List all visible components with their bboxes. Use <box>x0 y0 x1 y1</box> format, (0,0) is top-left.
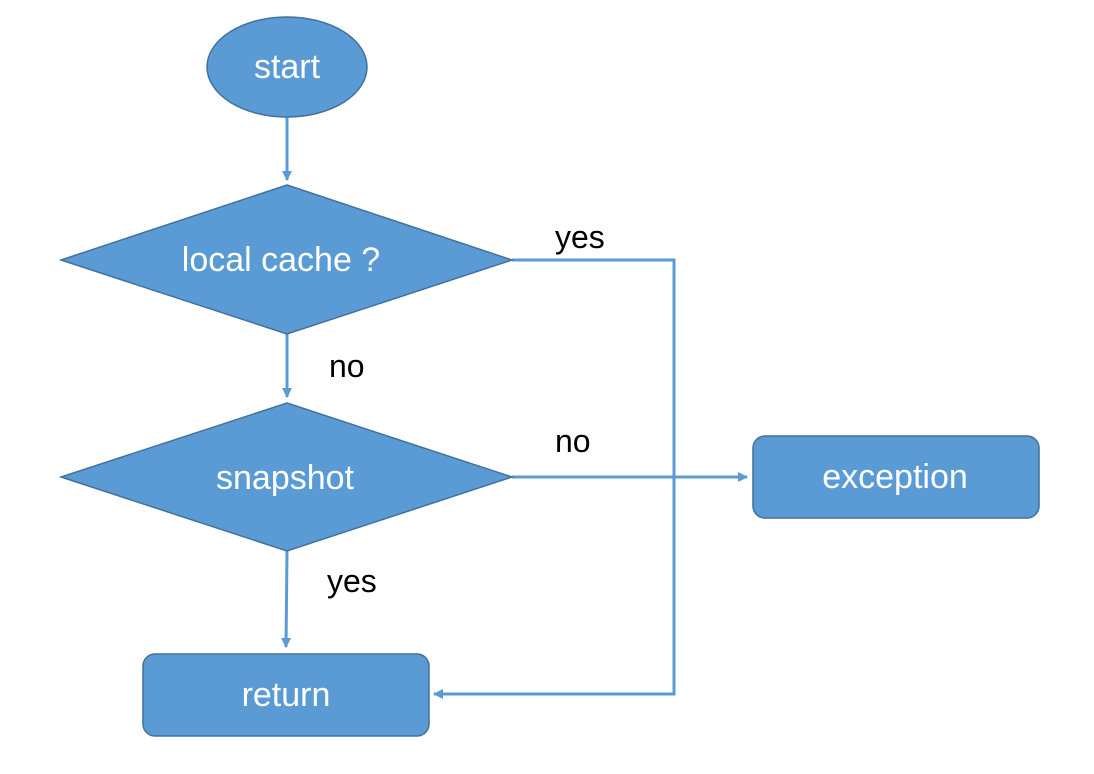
snapshot-label: snapshot <box>216 459 355 497</box>
snapshot-diamond <box>58 402 515 552</box>
edge-snapshot-yes <box>281 550 292 648</box>
start-ellipse <box>206 16 368 118</box>
edge-label-local-cache-yes: yes <box>555 219 605 255</box>
node-exception[interactable]: exception <box>752 435 1040 519</box>
exception-box <box>752 435 1040 519</box>
edges <box>281 117 748 699</box>
local-cache-label: local cache ? <box>182 241 380 279</box>
node-local-cache[interactable]: local cache ? <box>58 184 515 335</box>
exception-label: exception <box>822 458 968 496</box>
node-return[interactable]: return <box>142 653 430 737</box>
edge-label-local-cache-no: no <box>329 348 365 384</box>
node-snapshot[interactable]: snapshot <box>58 402 515 552</box>
local-cache-diamond <box>58 184 515 335</box>
edge-label-snapshot-yes: yes <box>327 563 377 599</box>
return-box <box>142 653 430 737</box>
start-label: start <box>254 48 321 86</box>
node-start[interactable]: start <box>206 16 368 118</box>
edge-labels: yes no no yes <box>327 219 605 599</box>
return-label: return <box>242 676 331 714</box>
edge-label-snapshot-no: no <box>555 423 591 459</box>
